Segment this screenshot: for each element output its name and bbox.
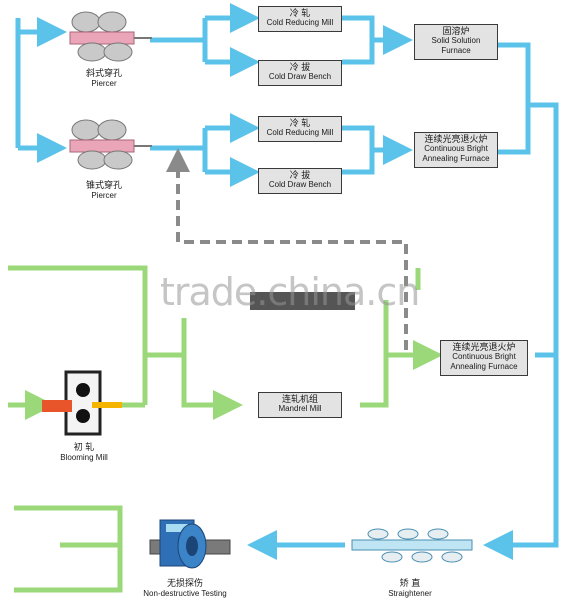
mandrel-mill-zh: 连轧机组 (281, 394, 318, 404)
piercer1-icon (69, 11, 152, 62)
ndt-en: Non-destructive Testing (143, 588, 227, 598)
cold-reducing-1-en: Cold Reducing Mill (266, 18, 334, 28)
annealing-1-zh: 连续光亮退火炉 (424, 134, 488, 144)
watermark-bar (250, 292, 355, 310)
annealing-2-en1: Continuous Bright (452, 352, 516, 362)
annealing-2-en2: Annealing Furnace (450, 361, 518, 371)
cold-reducing-2-en: Cold Reducing Mill (266, 128, 334, 138)
solid-solution-furnace-box: 固溶炉 Solid Solution Furnace (414, 24, 498, 60)
annealing-1-en2: Annealing Furnace (422, 153, 490, 163)
straightener-icon (351, 528, 473, 563)
piercer2-caption: 锥式穿孔 Piercer (60, 180, 148, 200)
annealing-1-en1: Continuous Bright (424, 144, 488, 154)
ndt-zh: 无损探伤 (166, 578, 203, 588)
ndt-caption: 无损探伤 Non-destructive Testing (120, 578, 250, 598)
annealing-furnace-box-2: 连续光亮退火炉 Continuous Bright Annealing Furn… (440, 340, 528, 376)
straightener-en: Straightener (388, 588, 432, 598)
solid-solution-en1: Solid Solution (431, 36, 481, 46)
straightener-zh: 矫 直 (399, 578, 421, 588)
piercer2-zh: 锥式穿孔 (85, 180, 122, 190)
cold-reducing-mill-box-2: 冷 轧 Cold Reducing Mill (258, 116, 342, 142)
cold-draw-1-en: Cold Draw Bench (268, 72, 332, 82)
green-flow (8, 265, 428, 593)
piercer2-en: Piercer (91, 190, 117, 200)
watermark-text: trade.china.cn (160, 270, 420, 314)
blooming-mill-en: Blooming Mill (60, 452, 108, 462)
cold-reducing-mill-box-1: 冷 轧 Cold Reducing Mill (258, 6, 342, 32)
blooming-mill-icon (42, 370, 122, 436)
straightener-caption: 矫 直 Straightener (370, 578, 450, 598)
cold-draw-bench-box-2: 冷 拔 Cold Draw Bench (258, 168, 342, 194)
piercer1-zh: 斜式穿孔 (85, 68, 122, 78)
blue-flow (15, 3, 559, 560)
solid-solution-en2: Furnace (441, 45, 471, 55)
blooming-mill-zh: 初 轧 (73, 442, 95, 452)
mandrel-mill-en: Mandrel Mill (278, 404, 322, 414)
piercer1-en: Piercer (91, 78, 117, 88)
cold-reducing-2-zh: 冷 轧 (289, 118, 311, 128)
cold-draw-2-zh: 冷 拔 (289, 170, 311, 180)
ndt-icon (149, 519, 231, 569)
cold-reducing-1-zh: 冷 轧 (289, 8, 311, 18)
piercer1-caption: 斜式穿孔 Piercer (60, 68, 148, 88)
cold-draw-2-en: Cold Draw Bench (268, 180, 332, 190)
mandrel-mill-box: 连轧机组 Mandrel Mill (258, 392, 342, 418)
annealing-2-zh: 连续光亮退火炉 (452, 342, 516, 352)
piercer2-icon (69, 119, 152, 170)
dashed-return (166, 148, 408, 350)
annealing-furnace-box-1: 连续光亮退火炉 Continuous Bright Annealing Furn… (414, 132, 498, 168)
cold-draw-1-zh: 冷 拔 (289, 62, 311, 72)
solid-solution-zh: 固溶炉 (442, 26, 470, 36)
blooming-mill-caption: 初 轧 Blooming Mill (44, 442, 124, 462)
cold-draw-bench-box-1: 冷 拔 Cold Draw Bench (258, 60, 342, 86)
